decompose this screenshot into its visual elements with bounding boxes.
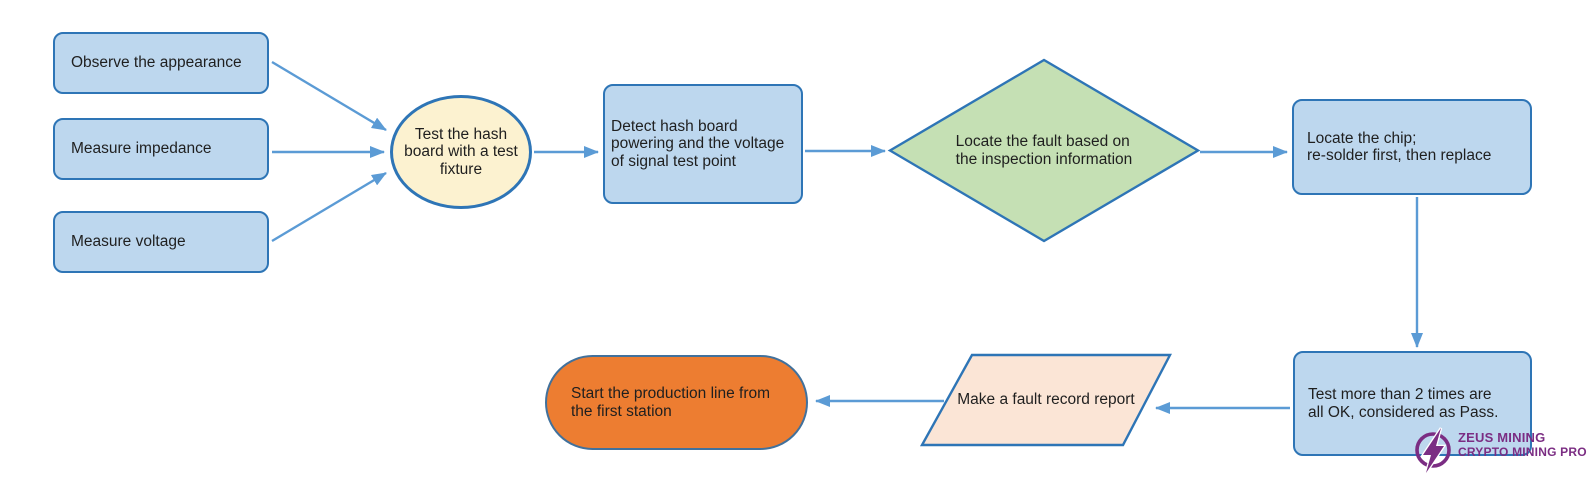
logo-text-line2: CRYPTO MINING PRO xyxy=(1458,445,1587,459)
node-locate-chip-label: Locate the chip; re-solder first, then r… xyxy=(1307,129,1492,165)
node-restart-production-label: Start the production line from the first… xyxy=(571,385,771,420)
node-fault-report: Make a fault record report xyxy=(922,355,1170,445)
zeus-mining-logo-icon xyxy=(1415,427,1451,474)
node-measure-impedance-label: Measure impedance xyxy=(71,140,212,158)
node-measure-voltage-label: Measure voltage xyxy=(71,233,186,251)
logo-circle xyxy=(1415,432,1451,468)
node-measure-impedance: Measure impedance xyxy=(53,118,269,180)
node-detect-powering: Detect hash board powering and the volta… xyxy=(603,84,803,204)
node-test-fixture: Test the hash board with a test fixture xyxy=(390,95,532,209)
node-restart-production: Start the production line from the first… xyxy=(545,355,808,450)
node-detect-powering-label: Detect hash board powering and the volta… xyxy=(611,117,785,170)
arrow-voltage-to-fixture xyxy=(271,171,387,243)
node-test-fixture-label: Test the hash board with a test fixture xyxy=(404,125,518,178)
node-retest-pass-label: Test more than 2 times are all OK, consi… xyxy=(1308,386,1499,421)
node-fault-report-label: Make a fault record report xyxy=(957,391,1135,409)
decision-diamond-shape xyxy=(887,58,1201,243)
node-retest-pass: Test more than 2 times are all OK, consi… xyxy=(1293,351,1532,456)
lightning-bolt-icon xyxy=(1420,427,1447,474)
node-locate-chip: Locate the chip; re-solder first, then r… xyxy=(1292,99,1532,195)
arrow-observe-to-fixture xyxy=(271,60,387,132)
node-observe-appearance: Observe the appearance xyxy=(53,32,269,94)
node-locate-fault-label: Locate the fault based on the inspection… xyxy=(955,133,1133,168)
node-locate-fault-decision: Locate the fault based on the inspection… xyxy=(890,60,1198,241)
logo-text-line1: ZEUS MINING xyxy=(1458,430,1546,445)
node-measure-voltage: Measure voltage xyxy=(53,211,269,273)
node-observe-appearance-label: Observe the appearance xyxy=(71,54,242,72)
report-parallelogram-shape xyxy=(919,353,1172,447)
